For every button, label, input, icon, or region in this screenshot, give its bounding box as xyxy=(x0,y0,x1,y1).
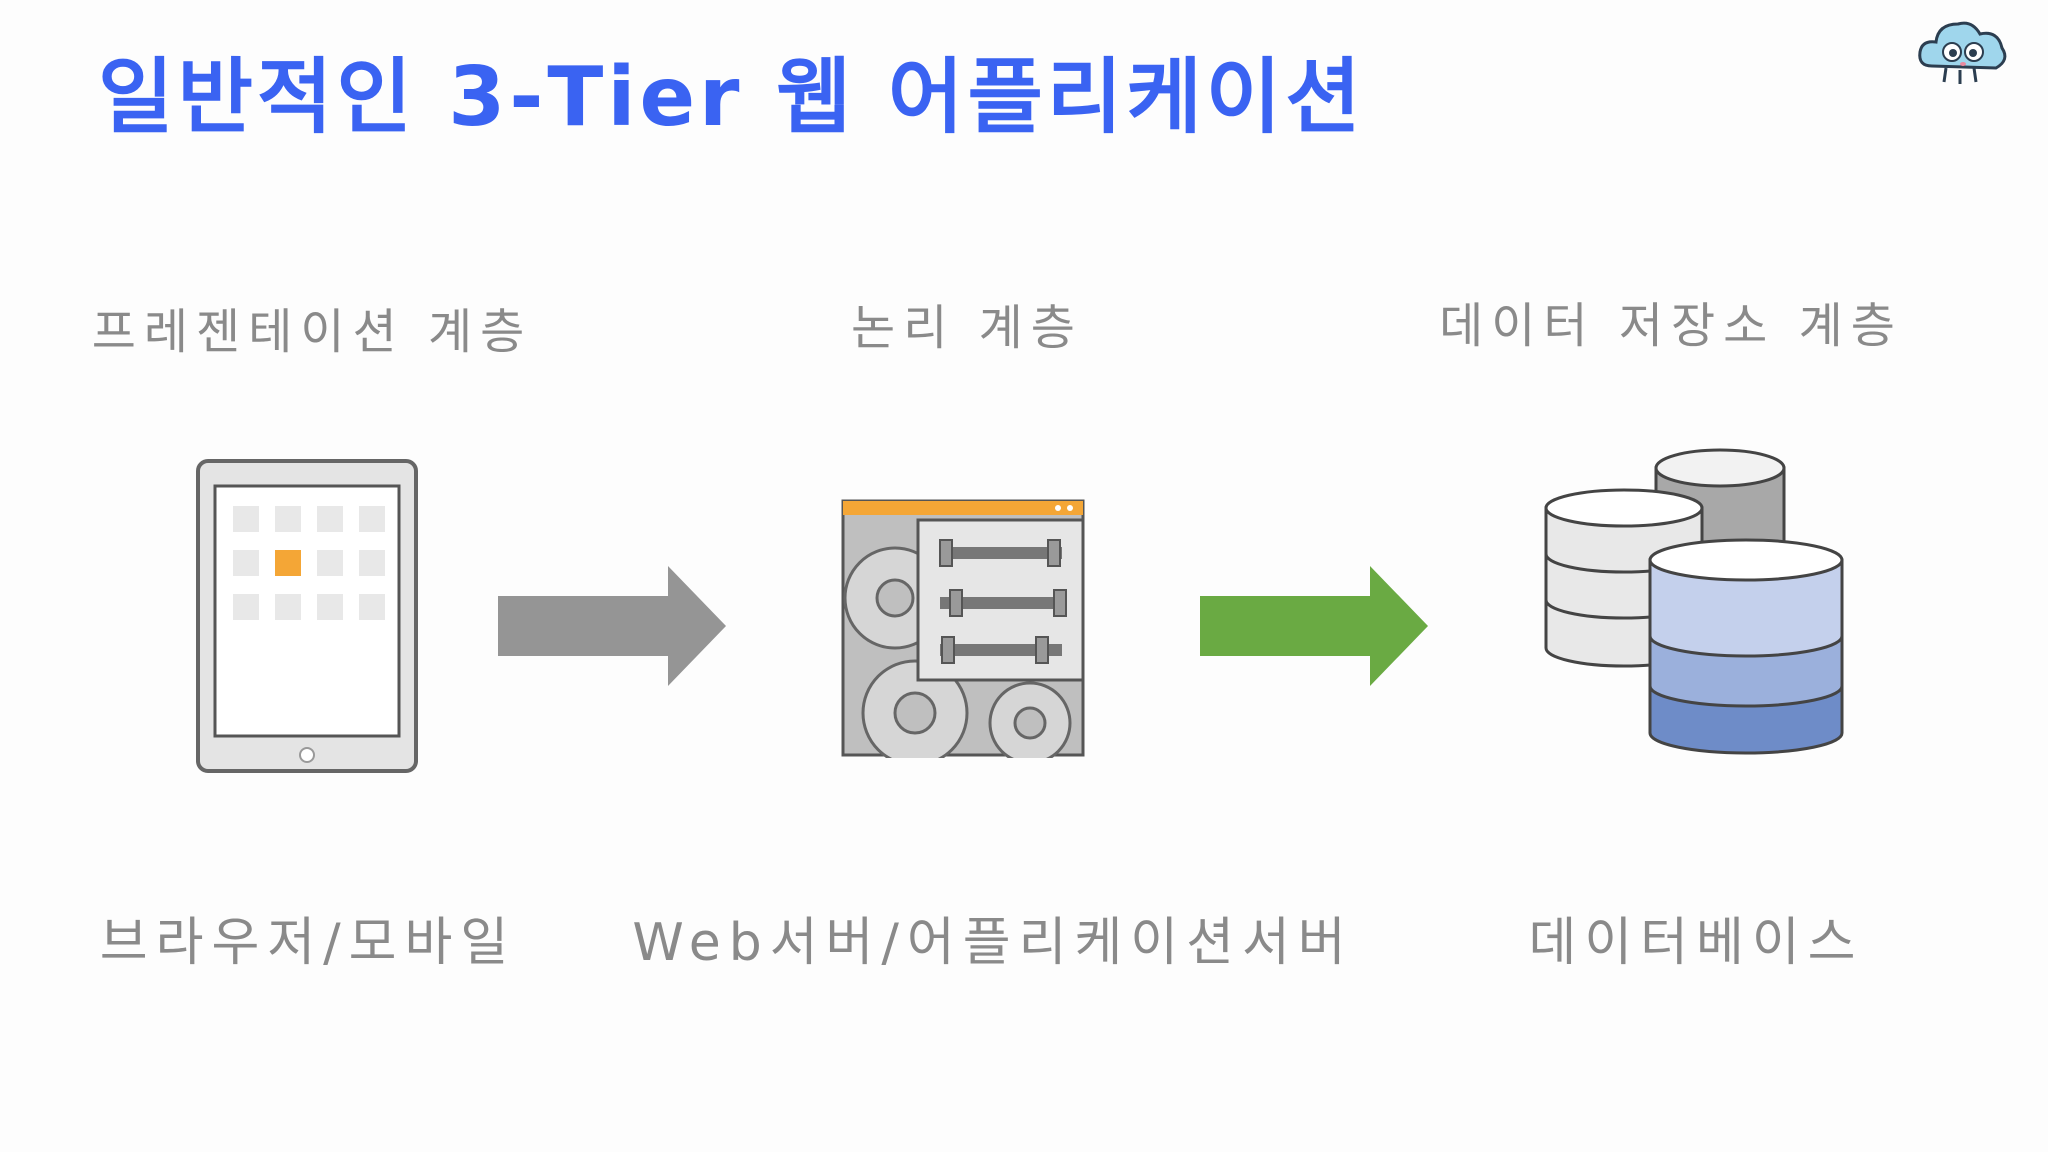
layer-label-logic: 논리 계층 xyxy=(851,300,1083,356)
cloud-mascot-icon xyxy=(1918,21,2007,84)
layer-label-presentation: 프레젠테이션 계층 xyxy=(91,304,533,360)
app-server-icon xyxy=(841,499,1085,758)
database-icon xyxy=(1544,448,1844,755)
tablet-icon xyxy=(196,459,418,773)
bottom-label-web-app-server: Web서버/어플리케이션서버 xyxy=(632,913,1354,973)
bottom-label-browser-mobile: 브라우저/모바일 xyxy=(99,913,517,973)
page-title: 일반적인 3-Tier 웹 어플리케이션 xyxy=(98,50,1365,145)
layer-label-data-storage: 데이터 저장소 계층 xyxy=(1439,298,1903,354)
arrow-gray xyxy=(498,566,726,686)
arrow-green xyxy=(1200,566,1428,686)
bottom-label-database: 데이터베이스 xyxy=(1528,913,1864,973)
